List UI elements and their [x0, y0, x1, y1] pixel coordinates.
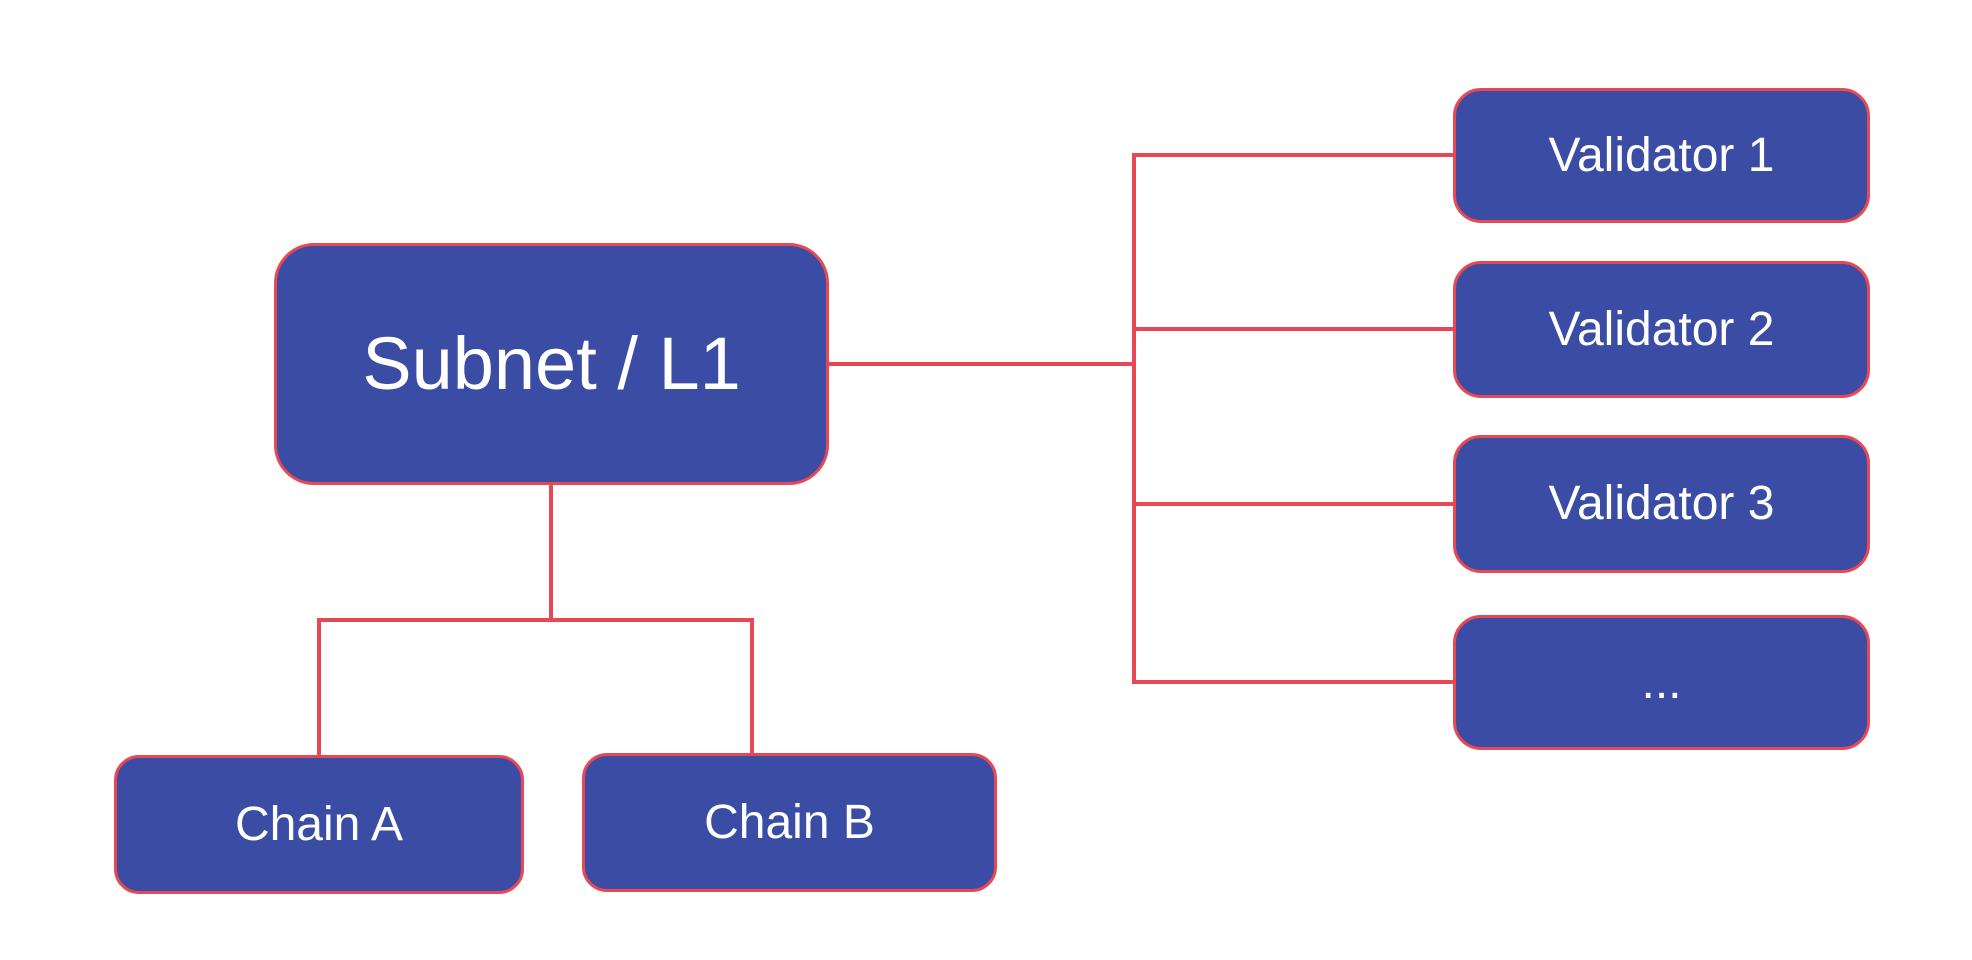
node-chain-b-label: Chain B — [704, 795, 875, 849]
connector-chain-a-drop — [317, 618, 321, 757]
node-validator-1-label: Validator 1 — [1548, 128, 1775, 182]
node-validator-2: Validator 2 — [1453, 261, 1870, 398]
node-chain-b: Chain B — [582, 753, 997, 892]
node-validator-2-label: Validator 2 — [1548, 302, 1775, 356]
connector-validator-trunk — [1132, 153, 1136, 684]
node-validator-more-label: ... — [1641, 655, 1682, 709]
connector-validator-2-branch — [1132, 327, 1453, 331]
connector-subnet-to-trunk — [829, 362, 1136, 366]
node-validator-more: ... — [1453, 615, 1870, 750]
connector-chain-b-drop — [750, 618, 754, 755]
node-validator-1: Validator 1 — [1453, 88, 1870, 223]
node-subnet-l1-label: Subnet / L1 — [362, 321, 741, 405]
node-validator-3-label: Validator 3 — [1548, 477, 1775, 531]
node-validator-3: Validator 3 — [1453, 435, 1870, 573]
connector-validator-1-branch — [1132, 153, 1453, 157]
node-chain-a: Chain A — [114, 755, 524, 894]
connector-validator-more-branch — [1132, 680, 1453, 684]
connector-chains-horizontal — [317, 618, 754, 622]
connector-subnet-to-chains — [549, 484, 553, 622]
node-chain-a-label: Chain A — [234, 797, 404, 851]
node-subnet-l1: Subnet / L1 — [274, 243, 829, 485]
connector-validator-3-branch — [1132, 502, 1453, 506]
